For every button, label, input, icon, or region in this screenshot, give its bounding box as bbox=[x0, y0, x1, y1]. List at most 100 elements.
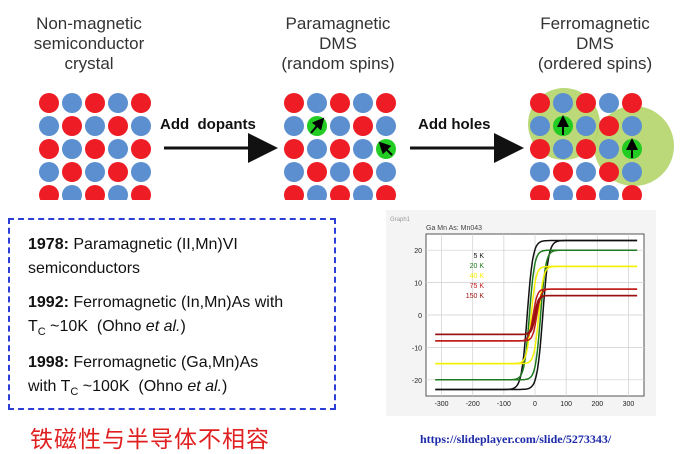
atom bbox=[553, 139, 573, 159]
chart-corner-label: Graph1 bbox=[390, 217, 411, 223]
atom bbox=[599, 93, 619, 113]
atom bbox=[530, 185, 550, 200]
history-box: 1978: Paramagnetic (II,Mn)VI semiconduct… bbox=[8, 218, 336, 410]
lattice-diagram bbox=[39, 88, 674, 200]
history-text: ~100K (Ohno bbox=[78, 378, 188, 395]
panel-title-nonmagnetic: Non-magnetic semiconductor crystal bbox=[14, 14, 164, 74]
atom bbox=[307, 185, 327, 200]
lattice-ferromagnetic bbox=[530, 93, 642, 200]
panel-title-line: DMS bbox=[319, 34, 357, 53]
atom bbox=[39, 116, 59, 136]
atom bbox=[353, 93, 373, 113]
atom bbox=[62, 162, 82, 182]
atom bbox=[39, 185, 59, 200]
series-line bbox=[435, 265, 638, 365]
atom bbox=[85, 139, 105, 159]
tc-subscript: C bbox=[70, 386, 79, 399]
atom bbox=[576, 93, 596, 113]
legend-entry: 40 K bbox=[470, 273, 485, 280]
spin-arrow bbox=[310, 117, 325, 134]
atom bbox=[39, 162, 59, 182]
panel-title-ferromagnetic: Ferromagnetic DMS (ordered spins) bbox=[520, 14, 670, 74]
atom bbox=[108, 116, 128, 136]
atom bbox=[576, 185, 596, 200]
atom bbox=[599, 185, 619, 200]
atom bbox=[576, 162, 596, 182]
spin-arrow bbox=[378, 141, 393, 156]
atom bbox=[131, 93, 151, 113]
atom bbox=[108, 93, 128, 113]
atom bbox=[376, 93, 396, 113]
atom bbox=[330, 185, 350, 200]
atom bbox=[599, 116, 619, 136]
atom bbox=[353, 162, 373, 182]
x-tick-label: -300 bbox=[435, 401, 449, 408]
atom bbox=[530, 139, 550, 159]
y-tick-label: -10 bbox=[412, 345, 422, 352]
panel-title-paramagnetic: Paramagnetic DMS (random spins) bbox=[268, 14, 408, 74]
x-tick-label: 300 bbox=[623, 401, 635, 408]
atom bbox=[62, 93, 82, 113]
history-1978-line2: semiconductors bbox=[28, 260, 141, 277]
legend-entry: 20 K bbox=[470, 263, 485, 270]
atom bbox=[353, 185, 373, 200]
panel-title-line: (random spins) bbox=[281, 54, 395, 73]
atom bbox=[553, 93, 573, 113]
atom bbox=[284, 93, 304, 113]
atom bbox=[330, 116, 350, 136]
panel-title-line: crystal bbox=[64, 54, 114, 73]
atom bbox=[576, 139, 596, 159]
series-line bbox=[435, 294, 638, 336]
history-text: ~10K (Ohno bbox=[45, 318, 146, 335]
atom bbox=[599, 139, 619, 159]
atom bbox=[62, 139, 82, 159]
history-text: Paramagnetic (II,Mn)VI bbox=[68, 236, 238, 253]
panel-title-line: Ferromagnetic bbox=[540, 14, 650, 33]
atom bbox=[131, 162, 151, 182]
tc-symbol: with T bbox=[28, 378, 71, 395]
chinese-caption: 铁磁性与半导体不相容 bbox=[30, 427, 270, 453]
legend-entry: 150 K bbox=[466, 293, 485, 300]
legend-entry: 5 K bbox=[473, 253, 484, 260]
series-line bbox=[435, 249, 638, 381]
panel-title-line: Paramagnetic bbox=[285, 14, 391, 33]
history-text: Ferromagnetic (In,Mn)As with bbox=[68, 294, 284, 311]
atom bbox=[376, 162, 396, 182]
source-link[interactable]: https://slideplayer.com/slide/5273343/ bbox=[420, 432, 612, 446]
et-al: et al. bbox=[187, 378, 222, 395]
year-label: 1992: bbox=[28, 294, 69, 311]
x-tick-label: 100 bbox=[560, 401, 572, 408]
history-1992: 1992: Ferromagnetic (In,Mn)As with bbox=[28, 292, 283, 313]
atom bbox=[599, 162, 619, 182]
atom bbox=[530, 116, 550, 136]
atom bbox=[108, 185, 128, 200]
atom bbox=[353, 139, 373, 159]
atom bbox=[39, 93, 59, 113]
atom bbox=[284, 185, 304, 200]
atom bbox=[307, 93, 327, 113]
atom bbox=[376, 185, 396, 200]
atom bbox=[284, 116, 304, 136]
atom bbox=[131, 139, 151, 159]
history-1978: 1978: Paramagnetic (II,Mn)VI bbox=[28, 234, 238, 255]
atom bbox=[108, 162, 128, 182]
history-1998: 1998: Ferromagnetic (Ga,Mn)As bbox=[28, 352, 258, 373]
atom bbox=[376, 116, 396, 136]
lattice-nonmagnetic bbox=[39, 93, 151, 200]
atom bbox=[85, 185, 105, 200]
year-label: 1998: bbox=[28, 354, 69, 371]
panel-title-line: semiconductor bbox=[33, 34, 145, 53]
paren: ) bbox=[180, 318, 186, 335]
atom bbox=[62, 185, 82, 200]
y-tick-label: 10 bbox=[414, 281, 422, 288]
panel-title-line: DMS bbox=[576, 34, 614, 53]
atom bbox=[353, 116, 373, 136]
atom bbox=[553, 185, 573, 200]
atom bbox=[284, 162, 304, 182]
panel-title-line: Non-magnetic bbox=[36, 14, 142, 33]
atom bbox=[622, 93, 642, 113]
atom bbox=[39, 139, 59, 159]
x-tick-label: -200 bbox=[466, 401, 480, 408]
